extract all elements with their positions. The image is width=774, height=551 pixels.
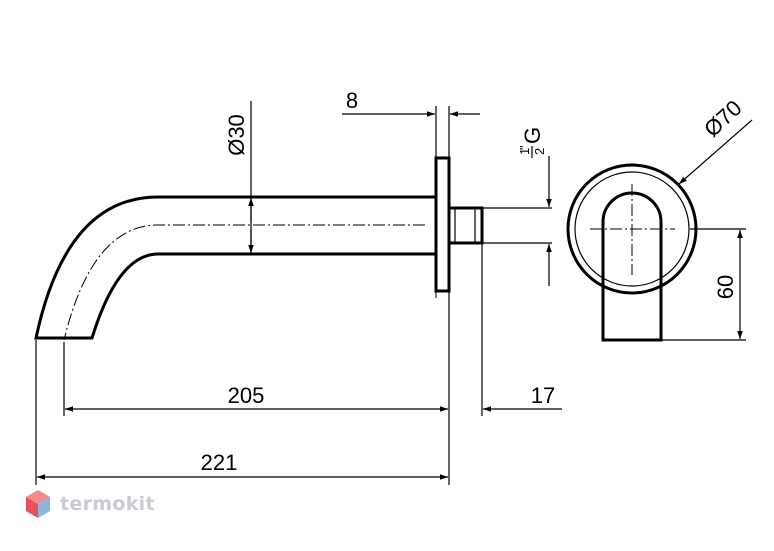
thread-fraction-den: 2: [532, 148, 547, 155]
l17-label: 17: [531, 383, 555, 408]
spout-outline: [34, 195, 436, 340]
termokit-logo: termokit: [24, 488, 155, 520]
thread-inch-mark: ": [517, 145, 532, 150]
threaded-connector: [447, 206, 484, 245]
thread-fraction-num: 1: [517, 148, 532, 155]
d30-label: Ø30: [224, 114, 249, 156]
logo-cube-icon: [26, 490, 50, 518]
spout-centerline: [63, 224, 425, 341]
wall-flange: [434, 156, 451, 293]
dimension-lines: [35, 101, 753, 485]
spout-front-view: [566, 163, 698, 342]
h60-label: 60: [713, 275, 738, 299]
thread-letter: G: [520, 127, 545, 144]
dimension-labels: Ø30 8 G 1 " 2 Ø70 60 205 17 221: [201, 88, 747, 475]
spout-side-view: [34, 152, 484, 341]
w8-label: 8: [346, 88, 358, 113]
d70-label: Ø70: [699, 95, 746, 142]
rosette-inner-circle: [574, 171, 690, 287]
logo-text: termokit: [60, 493, 155, 515]
l221-label: 221: [201, 450, 238, 475]
thread-label: G 1 " 2: [517, 127, 547, 158]
spout-end-profile: [601, 191, 663, 342]
d70-leader: [678, 119, 753, 185]
l205-label: 205: [228, 383, 265, 408]
